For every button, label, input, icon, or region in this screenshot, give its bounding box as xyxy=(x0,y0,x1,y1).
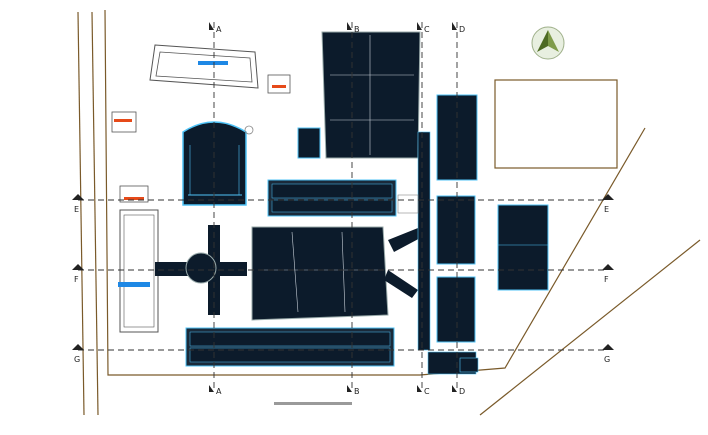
grid-label-g-right: G xyxy=(604,355,610,364)
east-wings xyxy=(384,131,431,351)
west-wing xyxy=(118,209,159,333)
pavilion-building xyxy=(182,121,254,206)
north-arrow-icon xyxy=(531,26,565,60)
grid-label-c-top: C xyxy=(424,25,430,34)
grid-markers xyxy=(72,22,614,392)
grid-label-a-top: A xyxy=(216,25,222,34)
parking-area xyxy=(111,44,291,203)
grid-label-a-bottom: A xyxy=(216,387,222,396)
grid-label-b-top: B xyxy=(354,25,360,34)
east-blocks xyxy=(427,94,549,375)
main-hall xyxy=(251,226,389,321)
grid-label-f-right: F xyxy=(604,275,609,284)
small-annex xyxy=(297,127,321,159)
grid-label-c-bottom: C xyxy=(424,387,430,396)
grid-label-e-left: E xyxy=(74,205,79,214)
grid-label-d-top: D xyxy=(459,25,465,34)
grid-label-b-bottom: B xyxy=(354,387,360,396)
grid-label-d-bottom: D xyxy=(459,387,465,396)
classroom-strip-south xyxy=(185,327,395,367)
gridlines xyxy=(78,22,608,392)
grid-label-g-left: G xyxy=(74,355,80,364)
grid-label-f-left: F xyxy=(74,275,79,284)
scale-bar xyxy=(274,402,352,405)
north-building xyxy=(321,31,421,159)
grid-label-e-right: E xyxy=(604,205,609,214)
classroom-strip-north xyxy=(267,179,397,217)
site-boundary xyxy=(77,9,701,416)
